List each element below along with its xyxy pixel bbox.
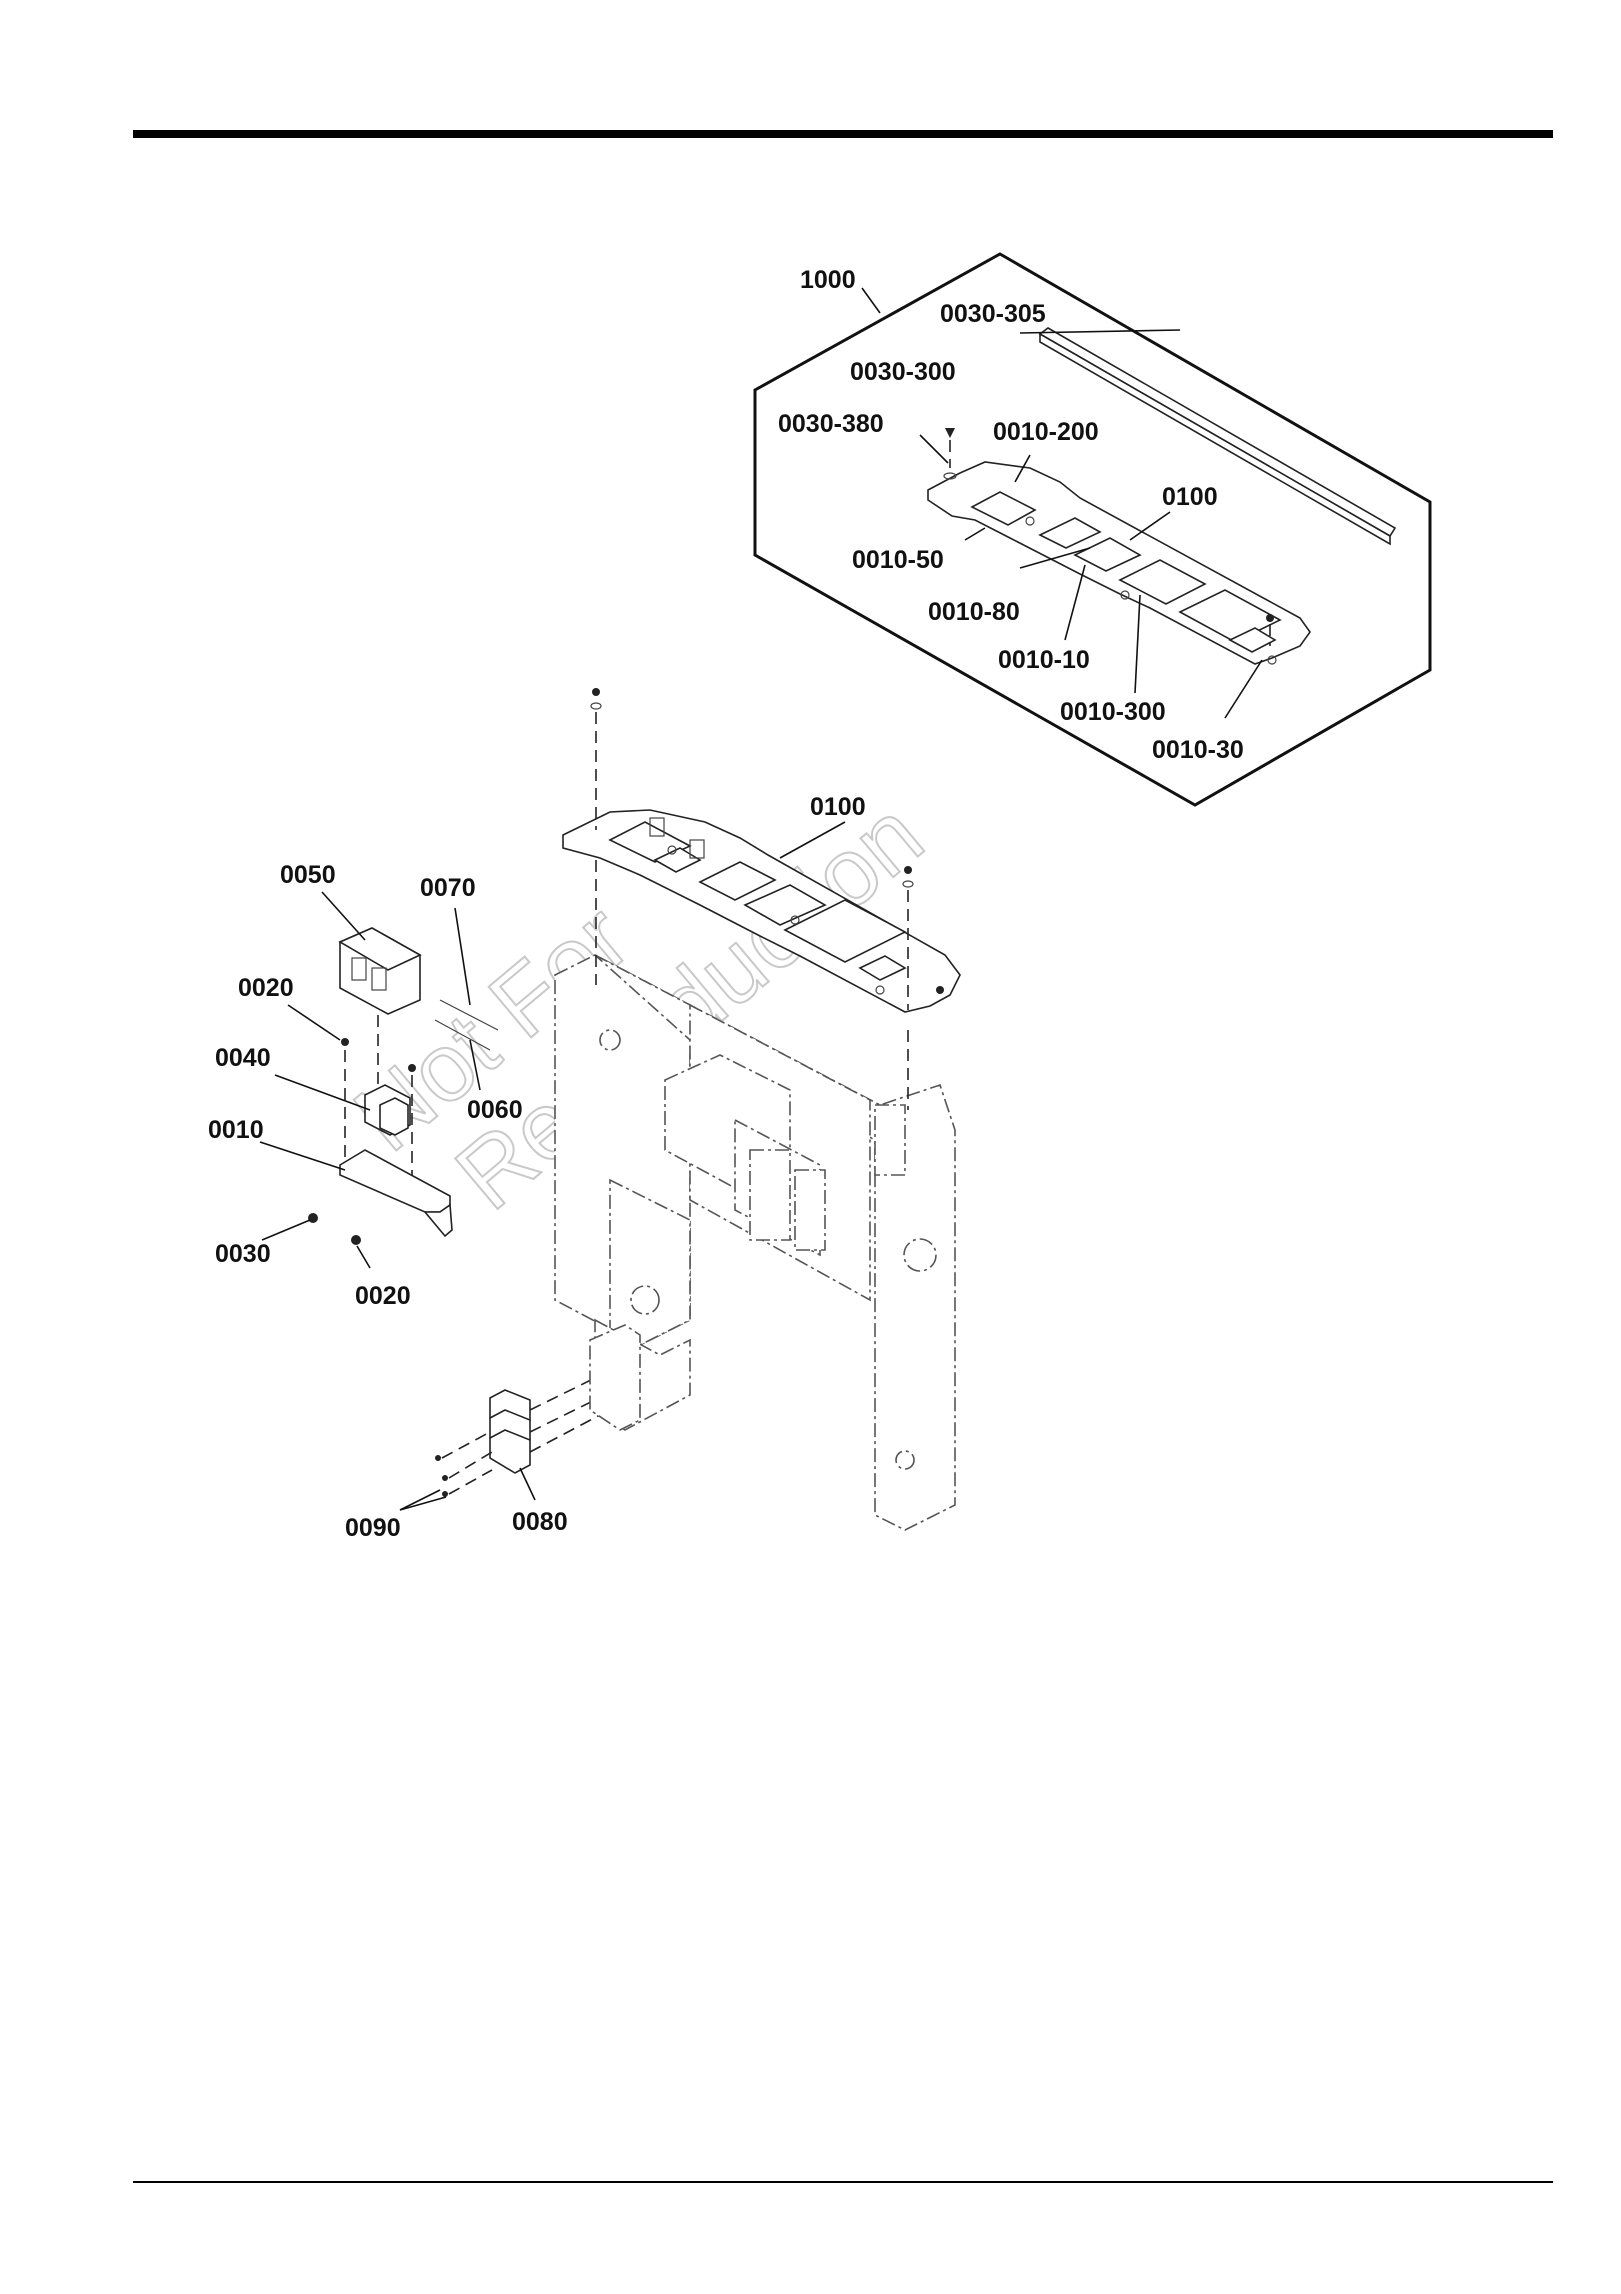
label-0060: 0060 bbox=[467, 1096, 523, 1124]
main-frame-assembly bbox=[555, 955, 955, 1530]
label-0030-380: 0030-380 bbox=[778, 410, 884, 438]
header-rule bbox=[133, 130, 1553, 138]
label-0040: 0040 bbox=[215, 1044, 271, 1072]
label-0030-305: 0030-305 bbox=[940, 300, 1046, 328]
terminal-block-part bbox=[490, 1325, 640, 1473]
label-0010-80: 0010-80 bbox=[928, 598, 1020, 626]
label-0010-10: 0010-10 bbox=[998, 646, 1090, 674]
screw-0030 bbox=[308, 1213, 318, 1223]
label-0030: 0030 bbox=[215, 1240, 271, 1268]
screw-0020-bottom bbox=[351, 1235, 361, 1245]
screw-0090 bbox=[435, 1432, 492, 1497]
label-0030-300: 0030-300 bbox=[850, 358, 956, 386]
label-0050: 0050 bbox=[280, 861, 336, 889]
label-1000: 1000 bbox=[800, 266, 856, 294]
label-0010-200: 0010-200 bbox=[993, 418, 1099, 446]
label-0010: 0010 bbox=[208, 1116, 264, 1144]
label-0010-30: 0010-30 bbox=[1152, 736, 1244, 764]
footer-rule bbox=[133, 2181, 1553, 2183]
label-0010-300: 0010-300 bbox=[1060, 698, 1166, 726]
label-0080: 0080 bbox=[512, 1508, 568, 1536]
label-0070: 0070 bbox=[420, 874, 476, 902]
label-0010-50: 0010-50 bbox=[852, 546, 944, 574]
label-0020-top: 0020 bbox=[238, 974, 294, 1002]
label-0020-bottom: 0020 bbox=[355, 1282, 411, 1310]
label-0100-detail: 0100 bbox=[1162, 483, 1218, 511]
label-0090: 0090 bbox=[345, 1514, 401, 1542]
label-0100-main: 0100 bbox=[810, 793, 866, 821]
